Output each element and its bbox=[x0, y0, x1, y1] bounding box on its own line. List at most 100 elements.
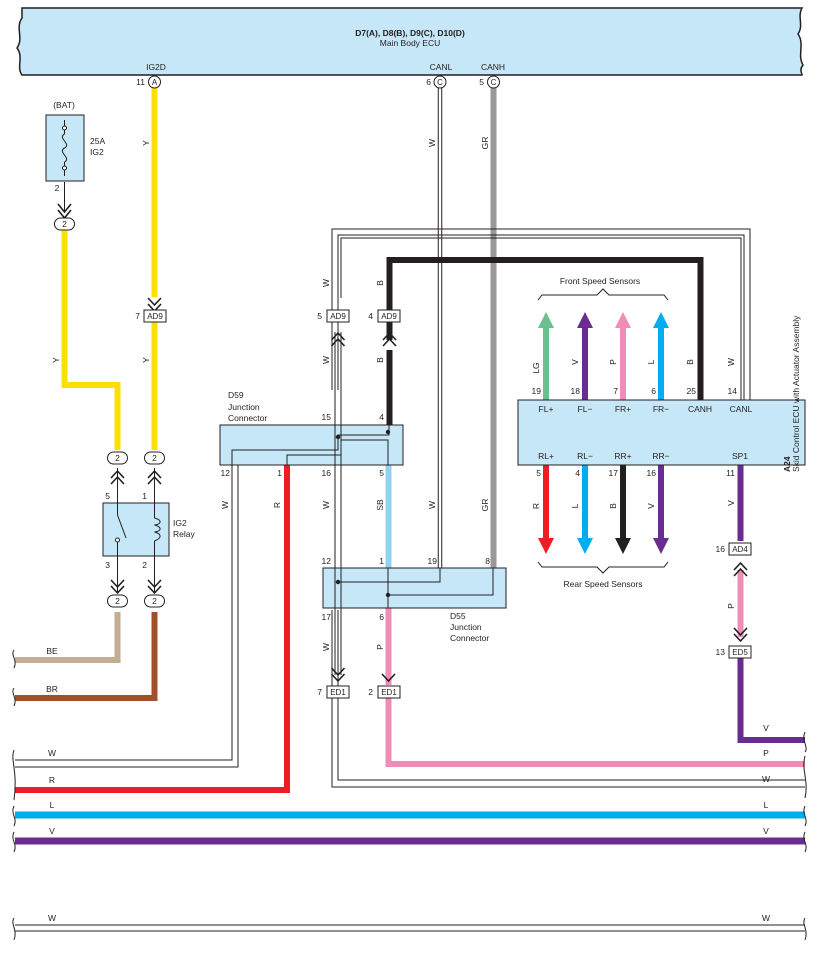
wire-code: GR bbox=[480, 137, 490, 150]
fuse-supply: (BAT) bbox=[53, 100, 75, 110]
a24-pin-name: FR− bbox=[653, 404, 669, 414]
a24-pin-name: SP1 bbox=[732, 451, 748, 461]
connector-name: AD9 bbox=[330, 312, 346, 321]
wire-code: V bbox=[49, 826, 55, 836]
fuse-ig2: (BAT) 25A IG2 2 2 bbox=[45, 100, 105, 231]
wire-code: W bbox=[427, 139, 437, 147]
white-loop-wire bbox=[331, 228, 805, 788]
d55-junction-connector: 12 1 19 8 17 6 D55 Junction Connector bbox=[322, 556, 507, 643]
wire-color-label: V bbox=[726, 500, 736, 506]
d55-label: Connector bbox=[450, 633, 489, 643]
a24-pin-num: 17 bbox=[609, 468, 619, 478]
wire-code: W bbox=[220, 501, 230, 509]
wire-code: W bbox=[321, 279, 331, 287]
a24-id: A24 bbox=[782, 456, 792, 472]
wire-code: BE bbox=[46, 646, 58, 656]
a24-pin-num: 5 bbox=[536, 468, 541, 478]
a24-pin-num: 11 bbox=[726, 468, 735, 478]
d59-junction-connector: D59 Junction Connector 15 4 12 1 16 5 bbox=[219, 390, 404, 478]
wire-code: W bbox=[321, 643, 331, 651]
a24-pin-num: 16 bbox=[647, 468, 657, 478]
wire-color-label: B bbox=[608, 503, 618, 509]
wire-code: W bbox=[321, 501, 331, 509]
wire-code: R bbox=[272, 502, 282, 508]
d59-name: Junction bbox=[228, 402, 260, 412]
connector-name: ED1 bbox=[330, 688, 346, 697]
ecu-pin-num: 11 bbox=[136, 77, 145, 87]
a24-name: Skid Control ECU with Actuator Assembly bbox=[791, 315, 801, 472]
relay-label: Relay bbox=[173, 529, 195, 539]
connector-ad4: AD4 16 bbox=[716, 542, 752, 577]
ecu-subtitle: Main Body ECU bbox=[380, 38, 440, 48]
wire-code: W bbox=[762, 913, 770, 923]
wire-code: W bbox=[321, 356, 331, 364]
d55-name: Junction bbox=[450, 622, 482, 632]
ecu-pin-conn-a: A bbox=[152, 78, 158, 87]
a24-pin-num: 19 bbox=[532, 386, 542, 396]
wire-color-label: LG bbox=[531, 362, 541, 373]
relay-name: IG2 bbox=[173, 518, 187, 528]
a24-pin-name: CANL bbox=[730, 404, 753, 414]
connector-ed5: ED5 13 bbox=[716, 627, 752, 659]
a24-pin-num: 25 bbox=[687, 386, 697, 396]
main-body-ecu: D7(A), D8(B), D9(C), D10(D) Main Body EC… bbox=[16, 7, 804, 76]
sensor-arrows bbox=[538, 312, 669, 554]
ecu-pin-num: 5 bbox=[479, 77, 484, 87]
d55-pin: 1 bbox=[379, 556, 384, 566]
wire-color-label: L bbox=[646, 359, 656, 364]
ecu-pin-conn-c: C bbox=[491, 78, 497, 87]
relay-conn-pin: 2 bbox=[152, 596, 157, 606]
d59-pin: 16 bbox=[322, 468, 332, 478]
wire-code: L bbox=[50, 800, 55, 810]
d59-label: Connector bbox=[228, 413, 267, 423]
relay-pin: 1 bbox=[142, 491, 147, 501]
relay-conn-pin: 2 bbox=[115, 453, 120, 463]
ecu-pin-name: CANL bbox=[430, 62, 453, 72]
wire-code: B bbox=[375, 357, 385, 363]
wire-code: R bbox=[49, 775, 55, 785]
relay-pin: 2 bbox=[142, 560, 147, 570]
wire-code: P bbox=[375, 644, 385, 650]
wire-code: P bbox=[763, 748, 769, 758]
wire-code: SB bbox=[375, 499, 385, 511]
a24-pin-name: RL+ bbox=[538, 451, 554, 461]
relay-conn-pin: 2 bbox=[115, 596, 120, 606]
wire-code: P bbox=[726, 603, 736, 609]
connector-ed1-p: ED1 2 bbox=[368, 673, 401, 699]
a24-pin-name: RL− bbox=[577, 451, 593, 461]
connector-ad9-b: AD9 4 bbox=[368, 309, 401, 347]
wire-code: B bbox=[375, 280, 385, 286]
wire-color-label: V bbox=[570, 359, 580, 365]
wire-color-label: W bbox=[726, 358, 736, 366]
connector-name: AD9 bbox=[147, 312, 163, 321]
d55-id: D55 bbox=[450, 611, 466, 621]
d59-pin: 5 bbox=[379, 468, 384, 478]
d55-pin: 17 bbox=[322, 612, 332, 622]
relay-conn-pin: 2 bbox=[152, 453, 157, 463]
wire-code: W bbox=[48, 913, 56, 923]
wire-code: BR bbox=[46, 684, 58, 694]
wire-color-label: R bbox=[531, 503, 541, 509]
connector-pin: 13 bbox=[716, 647, 726, 657]
connector-pin: 4 bbox=[368, 311, 373, 321]
relay-pin: 5 bbox=[105, 491, 110, 501]
connector-ad9-w: AD9 5 bbox=[317, 309, 350, 347]
d59-id: D59 bbox=[228, 390, 244, 400]
a24-pin-name: FR+ bbox=[615, 404, 631, 414]
wire-code: W bbox=[48, 748, 56, 758]
d55-pin: 8 bbox=[485, 556, 490, 566]
d59-pin: 12 bbox=[221, 468, 231, 478]
wire-color-label: V bbox=[646, 503, 656, 509]
a24-pin-name: CANH bbox=[688, 404, 712, 414]
connector-ed1-w: ED1 7 bbox=[317, 667, 350, 699]
a24-skid-control-ecu: Front Speed Sensors 19 18 7 6 25 14 FL+ … bbox=[517, 276, 806, 589]
connector-name: ED5 bbox=[732, 648, 748, 657]
front-speed-sensors-label: Front Speed Sensors bbox=[560, 276, 640, 286]
ig2-relay: 2 2 5 1 IG2 Relay 3 2 2 2 bbox=[102, 451, 195, 608]
connector-pin: 7 bbox=[317, 687, 322, 697]
a24-pin-name: RR+ bbox=[614, 451, 631, 461]
connector-pin: 5 bbox=[317, 311, 322, 321]
d59-pin: 4 bbox=[379, 412, 384, 422]
wire-code: W bbox=[762, 774, 770, 784]
